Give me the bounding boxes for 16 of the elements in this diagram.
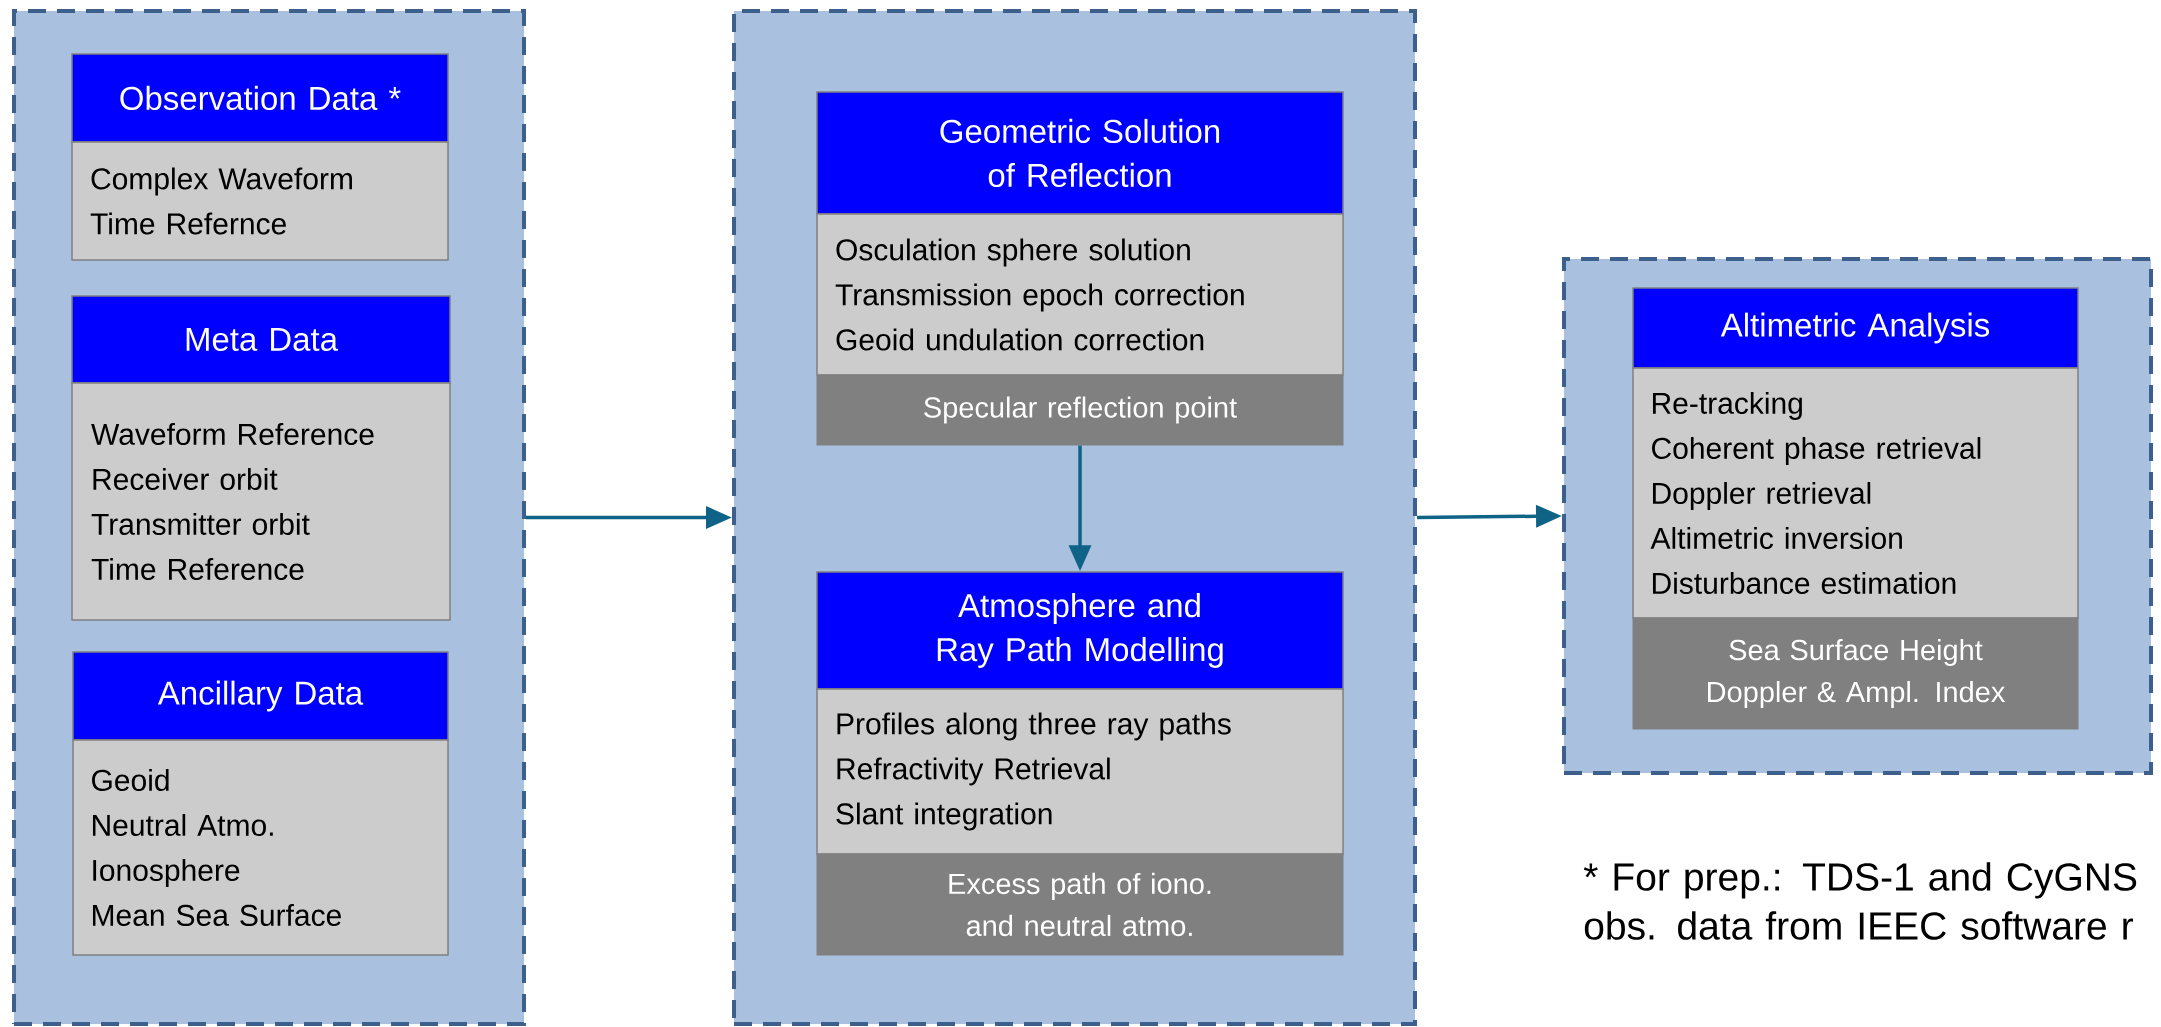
header-band: Geometric Solution of Reflection xyxy=(816,91,1344,215)
footnote: * For prep.: TDS-1 and CyGNS obs. data from IEEC software r xyxy=(1583,862,2137,940)
list-box: Waveform Reference Receiver orbit Transmitter orbit Time Reference xyxy=(71,382,451,621)
output-band: Sea Surface Height Doppler & Ampl. Index xyxy=(1632,617,2079,730)
output-band: Specular reflection point xyxy=(816,374,1344,446)
header-band: Atmosphere and Ray Path Modelling xyxy=(816,571,1344,690)
header-band: Meta Data xyxy=(71,295,451,384)
header-band: Altimetric Analysis xyxy=(1632,287,2079,369)
list-box: Geoid Neutral Atmo. Ionosphere Mean Sea Surface xyxy=(72,739,449,956)
list-box: Profiles along three ray paths Refractivity Retrieval Slant integration xyxy=(816,688,1344,855)
output-band: Excess path of iono. and neutral atmo. xyxy=(816,853,1344,956)
list-box: Re-tracking Coherent phase retrieval Doppler retrieval Altimetric inversion Disturbance estimation xyxy=(1632,367,2079,619)
list-box: Complex Waveform Time Refernce xyxy=(71,141,449,261)
header-band: Observation Data * xyxy=(71,53,449,143)
header-band: Ancillary Data xyxy=(72,651,449,741)
list-box: Osculation sphere solution Transmission epoch correction Geoid undulation correction xyxy=(816,213,1344,376)
